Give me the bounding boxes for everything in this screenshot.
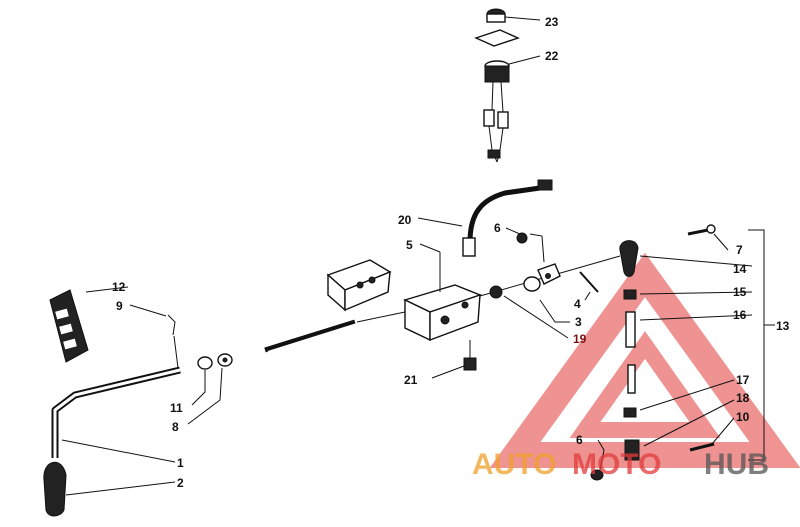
rod-16 <box>625 311 636 348</box>
connector-a <box>483 109 495 127</box>
callout-4: 4 <box>574 297 581 311</box>
callout-11: 11 <box>170 401 183 415</box>
shifter-housing-5 <box>403 284 483 371</box>
callout-20: 20 <box>398 213 412 227</box>
callout-10: 10 <box>736 410 750 424</box>
callout-18: 18 <box>736 391 750 405</box>
rod-end-14 <box>619 240 639 277</box>
nut-17 <box>623 407 637 418</box>
callout-1: 1 <box>177 456 184 470</box>
indicator-plate-12 <box>49 289 89 363</box>
callout-6a: 6 <box>494 221 501 235</box>
watermark-auto: AUTO <box>472 448 556 481</box>
watermark-logo <box>489 252 800 468</box>
bracket-13 <box>748 229 765 461</box>
watermark-triangle-outer <box>489 252 800 468</box>
nut-15 <box>623 289 637 300</box>
callout-15: 15 <box>733 285 747 299</box>
watermark-moto: MOTO <box>572 448 661 481</box>
washer-11 <box>197 356 213 370</box>
watermark-hub: HUB <box>704 448 769 481</box>
callout-23: 23 <box>545 15 559 29</box>
pin-4 <box>579 271 599 293</box>
key-switch-assembly <box>474 8 520 163</box>
bolt-10 <box>689 442 715 452</box>
plug <box>487 149 501 159</box>
callout-3: 3 <box>575 315 582 329</box>
callout-9: 9 <box>116 299 123 313</box>
watermark-text: AUTO MOTO HUB <box>472 448 769 481</box>
wire-harness-20 <box>462 179 553 257</box>
callout-14: 14 <box>733 262 747 276</box>
callout-17: 17 <box>736 373 750 387</box>
callout-16: 16 <box>733 308 747 322</box>
callout-2: 2 <box>177 476 184 490</box>
callout-13: 13 <box>776 319 790 333</box>
callout-6b: 6 <box>576 433 583 447</box>
linkage-assembly-13 <box>590 224 765 481</box>
callout-8: 8 <box>172 420 179 434</box>
nut-6b <box>590 469 604 481</box>
callout-12: 12 <box>112 280 126 294</box>
callout-5: 5 <box>406 238 413 252</box>
callout-22: 22 <box>545 49 559 63</box>
leader-lines <box>61 16 775 496</box>
knob-2 <box>43 462 67 517</box>
shift-lever-1 <box>43 366 181 517</box>
bracket-part <box>326 259 392 312</box>
watermark-triangle-inner <box>569 331 721 438</box>
callout-21: 21 <box>404 373 418 387</box>
rod-end-18 <box>624 439 640 461</box>
callout-7: 7 <box>736 243 743 257</box>
mount-plate <box>474 29 520 47</box>
connector-b <box>497 111 509 129</box>
bolt-7 <box>687 228 709 236</box>
switch-body-22 <box>484 65 510 83</box>
arm-3 <box>523 263 561 292</box>
cap-body-23 <box>486 13 506 23</box>
nut-6a <box>516 232 528 244</box>
callout-19: 19 <box>573 332 587 346</box>
nut-19 <box>489 285 503 299</box>
bolt-21 <box>463 357 477 371</box>
pin-9 <box>167 314 176 336</box>
callout-labels: 23 22 20 5 6 4 3 19 7 14 15 16 13 17 18 … <box>112 15 790 490</box>
